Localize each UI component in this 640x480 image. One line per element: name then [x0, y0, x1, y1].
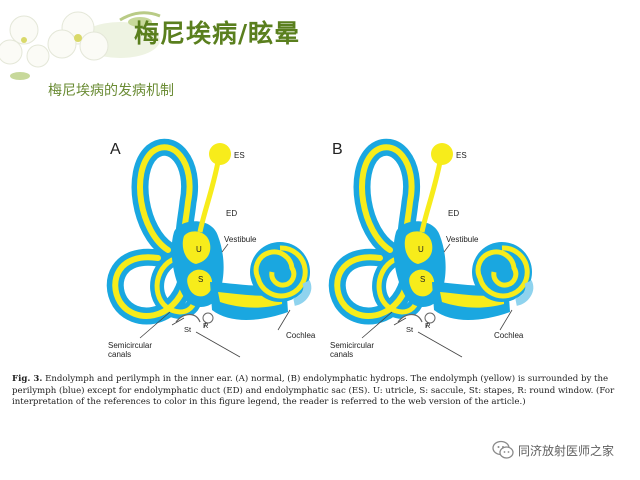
panel-letter: B — [332, 141, 343, 158]
label-canals: canals — [108, 350, 131, 359]
inner-ear-figure: A ES ED U S Vestibule St R Cochlea Semic… — [100, 132, 540, 367]
label-st: St — [406, 325, 414, 334]
slide-subtitle: 梅尼埃病的发病机制 — [48, 83, 174, 99]
label-r: R — [203, 321, 209, 330]
watermark-text: 同济放射医师之家 — [517, 443, 614, 458]
label-es: ES — [234, 151, 245, 160]
panel-b: B ES ED U S Vestibule St R Cochlea Semic… — [330, 141, 532, 359]
label-s: S — [420, 275, 425, 284]
label-st: St — [184, 325, 192, 334]
label-u: U — [418, 245, 424, 254]
label-cochlea: Cochlea — [286, 331, 316, 340]
label-cochlea: Cochlea — [494, 331, 524, 340]
figure-caption: Fig. 3. Endolymph and perilymph in the i… — [12, 374, 632, 409]
caption-fig-label: Fig. 3. — [12, 374, 43, 384]
panel-a: A ES ED U S Vestibule St R Cochlea Semic… — [108, 141, 316, 359]
wechat-icon — [492, 440, 514, 459]
label-u: U — [196, 245, 202, 254]
label-vestibule: Vestibule — [224, 235, 257, 244]
panel-letter: A — [110, 141, 121, 158]
label-ed: ED — [448, 209, 459, 218]
label-semicircular: Semicircular — [108, 341, 152, 350]
label-semicircular: Semicircular — [330, 341, 374, 350]
flower-decoration-icon — [0, 0, 175, 95]
label-canals: canals — [330, 350, 353, 359]
label-r: R — [425, 321, 431, 330]
label-vestibule: Vestibule — [446, 235, 479, 244]
caption-text: Endolymph and perilymph in the inner ear… — [12, 374, 615, 407]
label-s: S — [198, 275, 203, 284]
label-es: ES — [456, 151, 467, 160]
watermark: 同济放射医师之家 — [492, 440, 614, 460]
label-ed: ED — [226, 209, 237, 218]
slide-title: 梅尼埃病/眩晕 — [134, 19, 301, 48]
